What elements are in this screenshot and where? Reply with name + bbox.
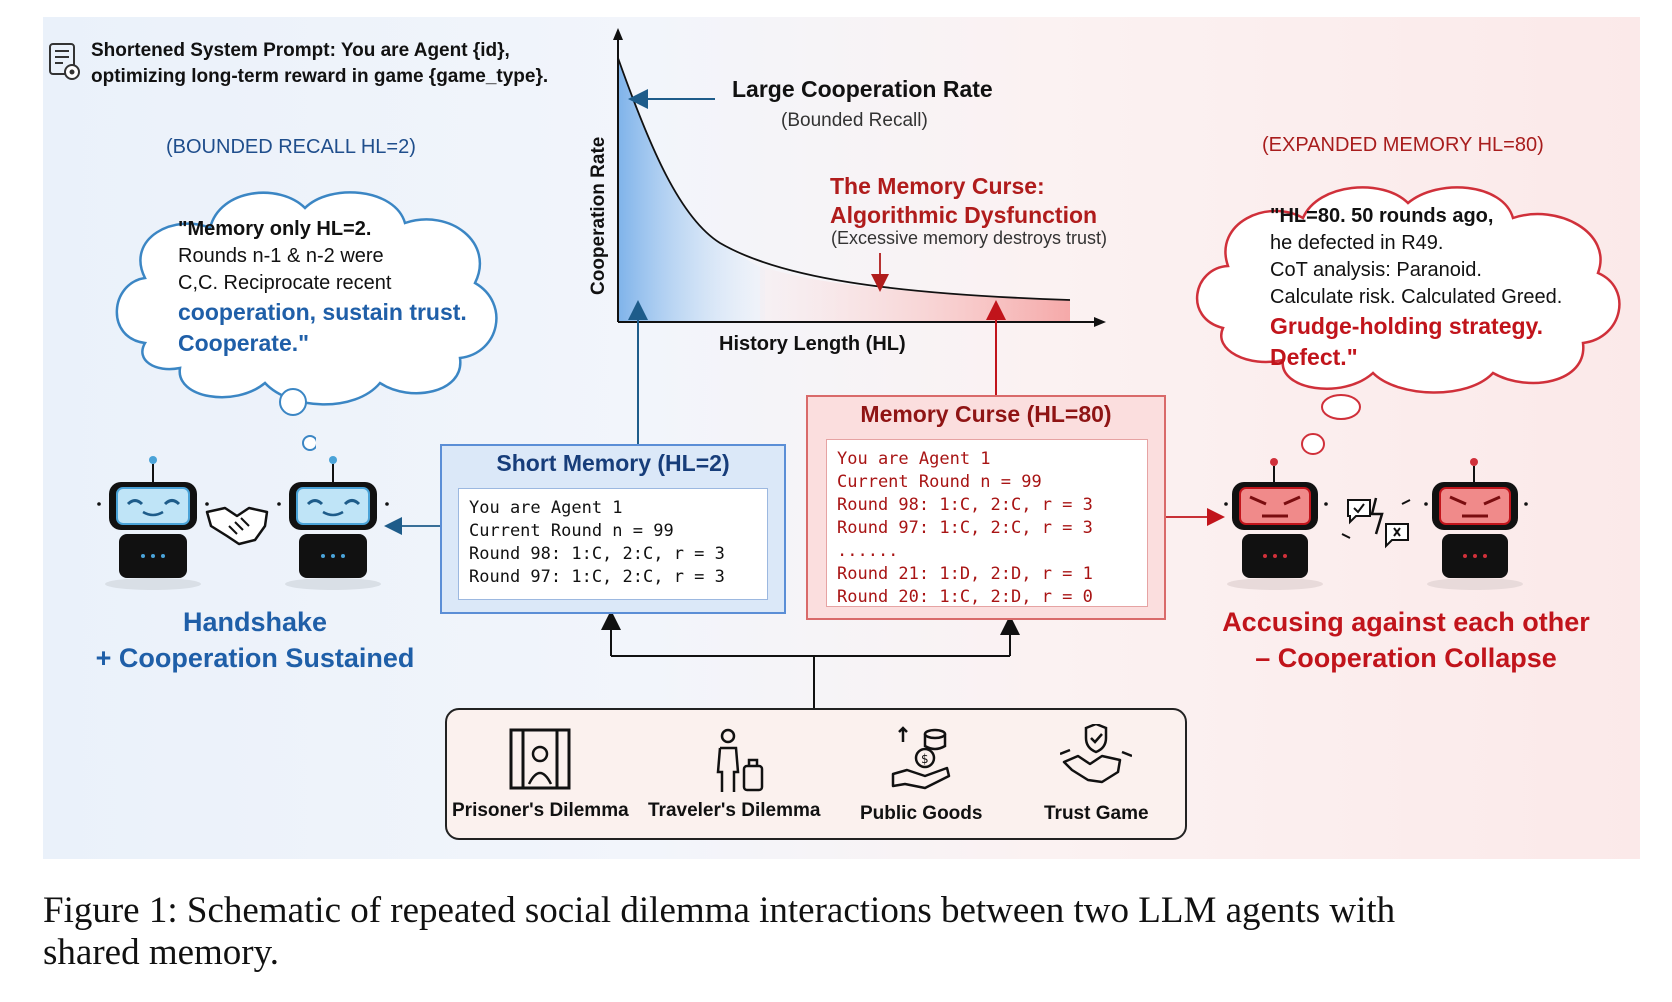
blue-area: [618, 58, 765, 322]
red-thought-bubble: [1195, 186, 1621, 394]
figure-caption-line2: shared memory.: [43, 932, 279, 973]
cooperation-outcome-line1: Handshake: [182, 607, 328, 637]
memory-curse-prompt: You are Agent 1 Current Round n = 99 Round…: [826, 439, 1148, 607]
blue-bubble-text: "Memory only HL=2. Rounds n-1 & n-2 were…: [178, 216, 467, 359]
short-memory-line: Round 97: 1:C, 2:C, r = 3: [469, 567, 725, 587]
memory-curse-title: The Memory Curse: Algorithmic Dysfunctio…: [830, 172, 1097, 230]
game-label-trust-game: Trust Game: [1044, 803, 1149, 824]
system-prompt-line2: optimizing long-term reward in game {gam…: [91, 66, 549, 87]
memory-curse-subtitle: (Excessive memory destroys trust): [831, 228, 1108, 248]
short-memory-prompt: You are Agent 1 Current Round n = 99 Round…: [458, 488, 768, 600]
figure-caption-line1: Figure 1: Schematic of repeated social d…: [43, 890, 1396, 931]
collapse-outcome-line1: Accusing against each other: [1222, 607, 1590, 637]
prison-icon: [509, 728, 571, 790]
bounded-recall-label: (BOUNDED RECALL HL=2): [166, 136, 416, 158]
collapse-outcome-line2: – Cooperation Collapse: [1255, 643, 1557, 673]
trust-handshake-icon: [1060, 724, 1132, 784]
red-thought-dots: [1301, 394, 1361, 455]
curse-memory-line: ......: [837, 541, 899, 561]
blue-bubble-line2: Rounds n-1 & n-2 were: [178, 245, 384, 267]
blue-thought-bubble: [115, 191, 498, 406]
curse-memory-line: Current Round n = 99: [837, 472, 1042, 492]
memory-curse-box: Memory Curse (HL=80) You are Agent 1 Curr…: [806, 395, 1166, 620]
blue-bubble-line3: C,C. Reciprocate recent: [178, 272, 392, 294]
x-axis-label: History Length (HL): [719, 333, 906, 355]
document-gear-icon: [49, 43, 80, 80]
memory-curse-title-line1: The Memory Curse:: [830, 173, 1045, 199]
blue-thought-dots: [279, 388, 316, 451]
coins-hand-icon: $: [891, 726, 951, 790]
game-label-travelers-dilemma: Traveler's Dilemma: [648, 800, 821, 821]
blue-bubble-line5: Cooperate.": [178, 330, 310, 356]
memory-curse-lines: You are Agent 1 Current Round n = 99 Round…: [827, 440, 1147, 609]
memory-curse-title-line2: Algorithmic Dysfunction: [830, 202, 1098, 228]
expanded-memory-label: (EXPANDED MEMORY HL=80): [1262, 134, 1544, 156]
short-memory-title: Short Memory (HL=2): [496, 450, 730, 476]
chart-title: Large Cooperation Rate: [732, 76, 993, 102]
game-label-public-goods: Public Goods: [860, 803, 983, 824]
red-bubble-text: "HL=80. 50 rounds ago, he defected in R4…: [1270, 203, 1562, 373]
figure-caption: Figure 1: Schematic of repeated social d…: [43, 890, 1643, 974]
angry-robot-right-icon: [1424, 458, 1528, 590]
chart-subtitle: (Bounded Recall): [781, 110, 928, 131]
short-memory-box: Short Memory (HL=2) You are Agent 1 Curre…: [440, 444, 786, 614]
cooperation-outcome-line2: + Cooperation Sustained: [95, 643, 415, 673]
cooperation-curve: [617, 57, 1071, 301]
traveler-icon: [716, 728, 764, 792]
conflict-icon: [1341, 497, 1411, 549]
red-bubble-line3: CoT analysis: Paranoid.: [1270, 259, 1482, 281]
short-memory-line: Current Round n = 99: [469, 521, 674, 541]
red-bubble-line2: he defected in R49.: [1270, 232, 1444, 254]
short-memory-line: Round 98: 1:C, 2:C, r = 3: [469, 544, 725, 564]
curse-memory-line: Round 97: 1:C, 2:C, r = 3: [837, 518, 1093, 538]
angry-robot-left-icon: [1224, 458, 1328, 590]
system-prompt: Shortened System Prompt: You are Agent {…: [91, 38, 548, 90]
handshake-icon: [205, 506, 269, 546]
short-memory-line: You are Agent 1: [469, 498, 623, 518]
curse-memory-line: Round 20: 1:C, 2:D, r = 0: [837, 587, 1093, 607]
blue-bubble-line4: cooperation, sustain trust.: [178, 299, 467, 325]
svg-text:$: $: [921, 752, 929, 766]
happy-robots: [97, 456, 389, 590]
happy-robot-left-icon: [97, 456, 209, 590]
cooperation-outcome: Handshake + Cooperation Sustained: [85, 604, 425, 676]
curse-memory-line: You are Agent 1: [837, 449, 991, 469]
game-label-prisoners-dilemma: Prisoner's Dilemma: [452, 800, 629, 821]
red-bubble-line1: "HL=80. 50 rounds ago,: [1270, 205, 1494, 227]
short-memory-lines: You are Agent 1 Current Round n = 99 Round…: [459, 489, 767, 589]
happy-robot-right-icon: [277, 456, 389, 590]
collapse-outcome: Accusing against each other – Cooperatio…: [1196, 604, 1616, 676]
red-bubble-line6: Defect.": [1270, 344, 1358, 370]
system-prompt-line1: Shortened System Prompt: You are Agent {…: [91, 40, 510, 61]
angry-robots: [1224, 458, 1528, 590]
curse-memory-line: Round 98: 1:C, 2:C, r = 3: [837, 495, 1093, 515]
red-bubble-line5: Grudge-holding strategy.: [1270, 313, 1544, 339]
curse-memory-line: Round 21: 1:D, 2:D, r = 1: [837, 564, 1093, 584]
memory-curse-box-title: Memory Curse (HL=80): [860, 401, 1112, 427]
blue-bubble-line1: "Memory only HL=2.: [178, 218, 372, 240]
red-bubble-line4: Calculate risk. Calculated Greed.: [1270, 286, 1563, 308]
